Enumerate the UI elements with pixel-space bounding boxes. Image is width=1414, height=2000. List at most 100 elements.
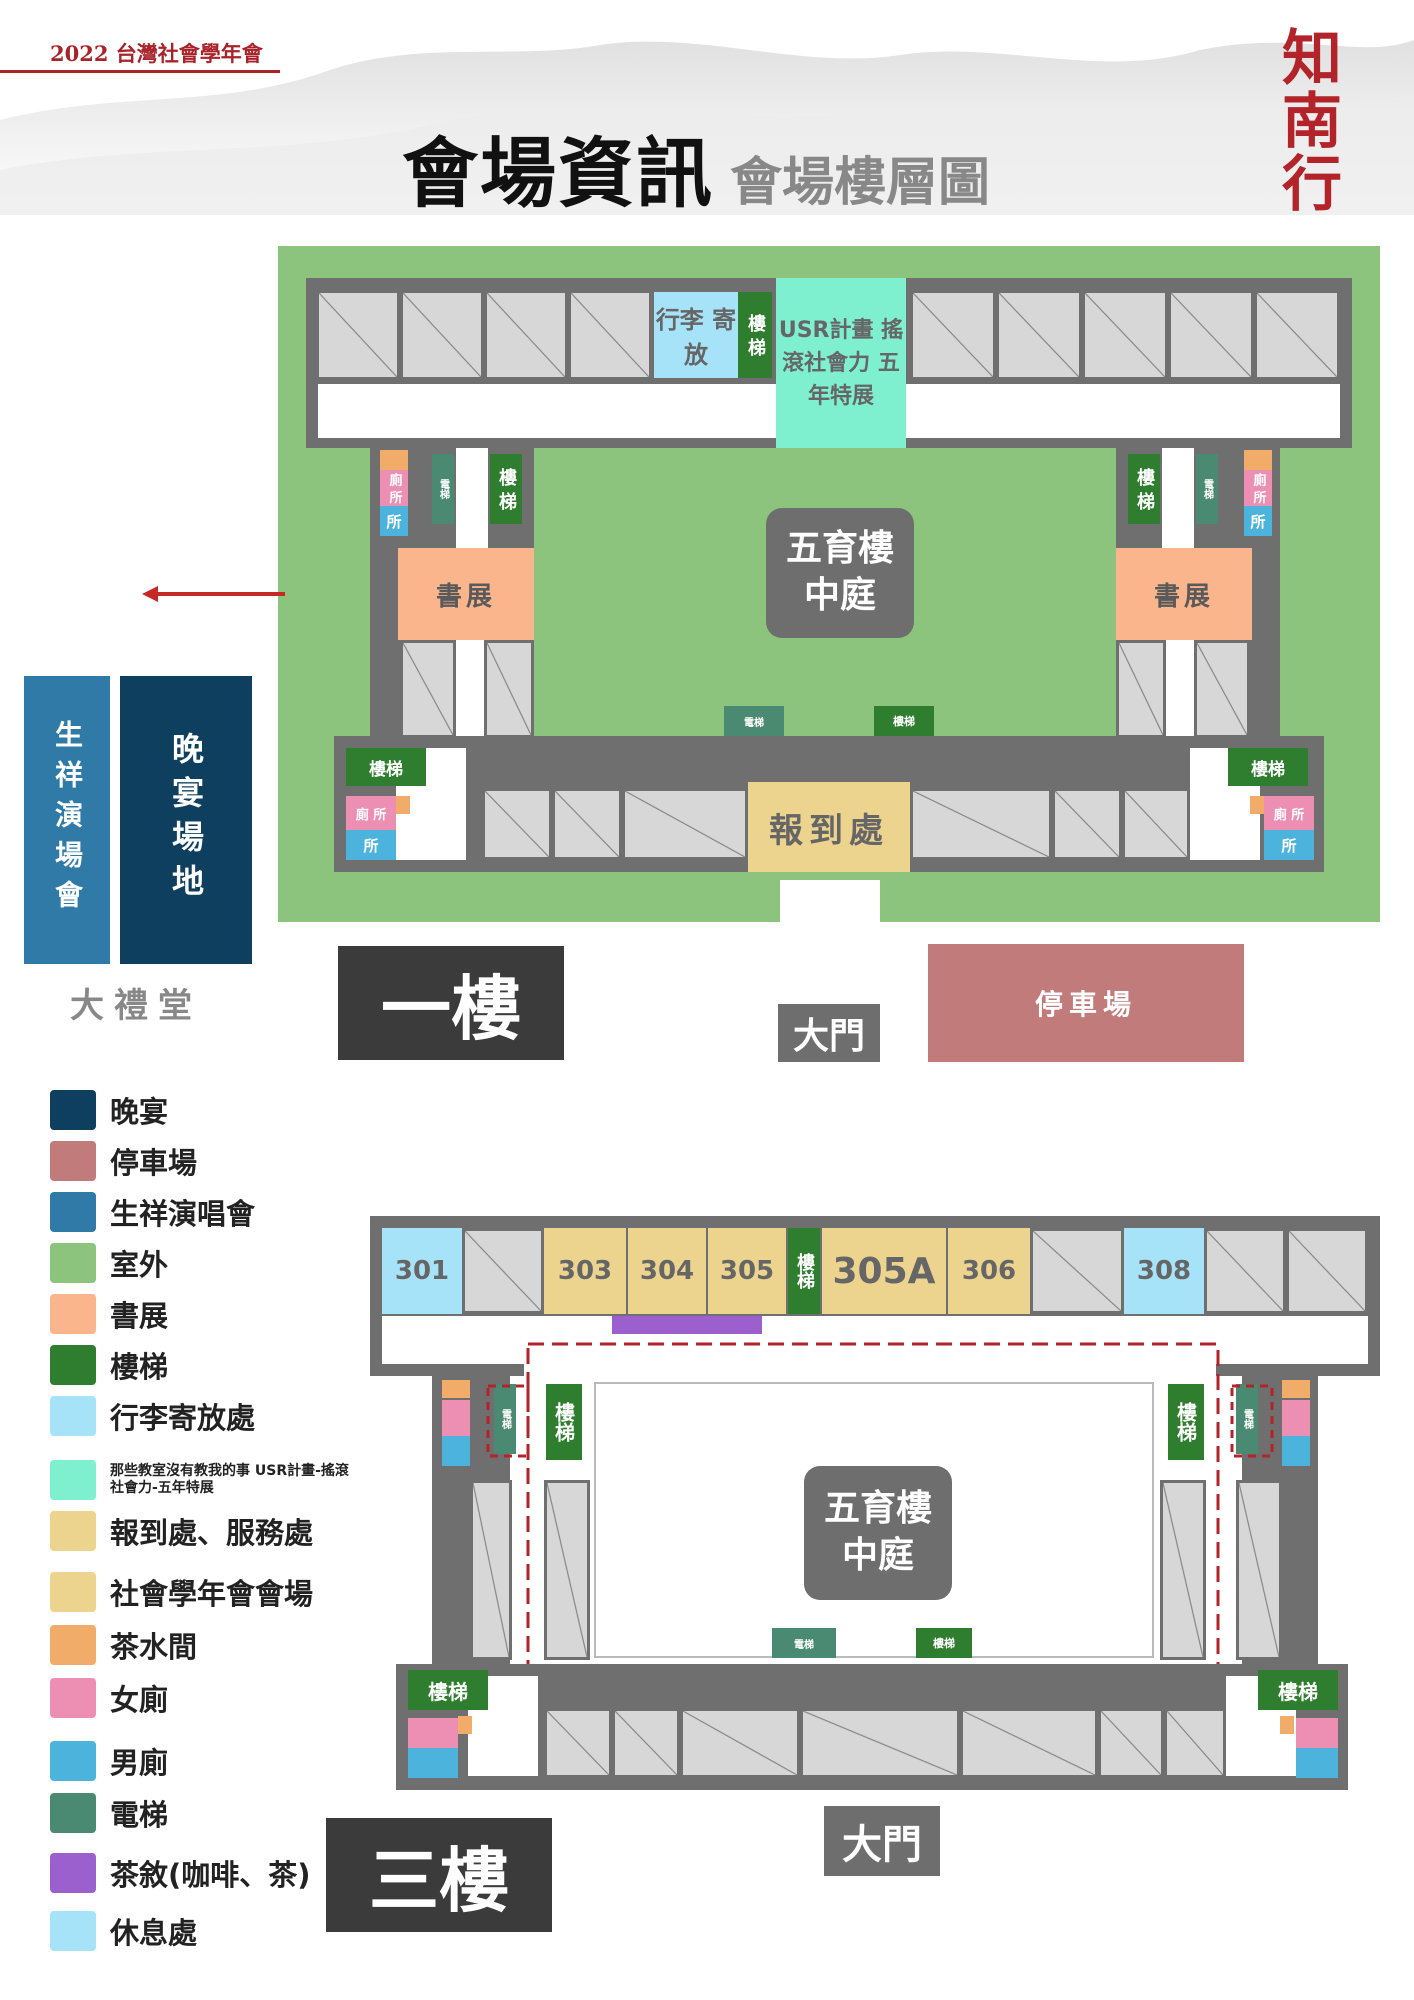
tea-room <box>396 796 410 814</box>
stair: 樓 梯 <box>1128 454 1160 524</box>
legend-label: 女廁 <box>110 1683 169 1717</box>
classroom <box>1160 1480 1206 1660</box>
legend-item: 書展 <box>50 1293 168 1335</box>
main-gate-floor1: 大門 <box>778 1004 880 1062</box>
womens-restroom <box>442 1400 470 1436</box>
courtyard-floor3: 五育樓 中庭 <box>804 1466 952 1600</box>
classroom <box>800 1708 960 1778</box>
classroom <box>612 1708 680 1778</box>
legend-swatch <box>50 1345 96 1385</box>
floor-1-label: 一樓 <box>338 946 564 1060</box>
legend-item: 電梯 <box>50 1792 168 1834</box>
elevator: 電梯 <box>432 454 454 524</box>
classroom <box>1194 640 1250 738</box>
legend-swatch <box>50 1511 96 1551</box>
legend-item: 報到處、服務處 <box>50 1510 313 1552</box>
tea-break-area <box>612 1316 762 1334</box>
legend-swatch <box>50 1572 96 1612</box>
tea-room <box>1282 1380 1310 1398</box>
tea-room <box>1244 450 1272 470</box>
legend-item: 樓梯 <box>50 1344 168 1386</box>
conference-name: 2022 台灣社會學年會 <box>50 41 263 66</box>
classroom <box>1122 788 1190 860</box>
book-exhibit-right: 書展 <box>1116 548 1252 640</box>
legend-item: 茶敘(咖啡、茶) <box>50 1852 311 1894</box>
legend-label: 生祥演唱會 <box>110 1197 256 1231</box>
stair: 樓梯 <box>346 748 426 786</box>
mens-restroom <box>1282 1436 1310 1466</box>
stair: 樓梯 <box>788 1228 820 1314</box>
classroom <box>1204 1228 1286 1314</box>
room-301: 301 <box>382 1228 462 1314</box>
stair: 樓梯 <box>1228 748 1308 786</box>
womens-restroom: 廁 所 <box>1264 796 1314 830</box>
stair: 樓 梯 <box>490 454 522 524</box>
classroom <box>1254 290 1340 380</box>
classroom <box>400 640 456 738</box>
classroom <box>1168 290 1254 380</box>
parking-lot: 停車場 <box>928 944 1244 1062</box>
elevator: 電梯 <box>724 706 784 736</box>
legend-item: 那些教室沒有教我的事 USR計畫-搖滾社會力-五年特展 <box>50 1460 350 1500</box>
classroom <box>910 290 996 380</box>
mens-restroom <box>408 1748 458 1778</box>
womens-restroom <box>1282 1400 1310 1436</box>
legend-item: 晚宴 <box>50 1089 168 1131</box>
legend-swatch <box>50 1396 96 1436</box>
book-exhibit-left: 書展 <box>398 548 534 640</box>
legend-label: 那些教室沒有教我的事 USR計畫-搖滾社會力-五年特展 <box>110 1463 349 1496</box>
mens-restroom <box>1296 1748 1338 1778</box>
legend-swatch <box>50 1678 96 1718</box>
classroom <box>1164 1708 1226 1778</box>
stair: 樓梯 <box>916 1628 972 1658</box>
classroom <box>462 1228 544 1314</box>
tea-room <box>442 1380 470 1398</box>
stair: 樓梯 <box>546 1384 582 1460</box>
calligraphy-seal: 知南行 <box>1282 24 1342 220</box>
legend-swatch <box>50 1192 96 1232</box>
classroom <box>680 1708 800 1778</box>
classroom <box>996 290 1082 380</box>
elevator: 電梯 <box>494 1384 516 1454</box>
classroom <box>622 788 748 860</box>
mens-restroom: 所 <box>346 830 396 860</box>
classroom <box>544 1480 590 1660</box>
legend-item: 休息處 <box>50 1910 197 1952</box>
classroom <box>910 788 1052 860</box>
classroom <box>960 1708 1098 1778</box>
legend-swatch <box>50 1853 96 1893</box>
classroom <box>484 640 534 738</box>
legend-swatch <box>50 1460 96 1500</box>
classroom <box>1030 1228 1124 1314</box>
legend-swatch <box>50 1090 96 1130</box>
legend-swatch <box>50 1243 96 1283</box>
legend-label: 停車場 <box>110 1146 198 1180</box>
floor-3-label: 三樓 <box>326 1818 552 1932</box>
elevator: 電梯 <box>772 1628 836 1658</box>
womens-restroom <box>408 1718 458 1748</box>
legend-swatch <box>50 1741 96 1781</box>
stair-north: 樓 梯 <box>738 292 772 378</box>
registration-desk: 報到處 <box>748 782 910 872</box>
classroom <box>1286 1228 1368 1314</box>
concert-venue: 生祥演場會 <box>24 676 110 964</box>
main-gate-floor3: 大門 <box>824 1806 940 1876</box>
courtyard-floor1: 五育樓 中庭 <box>766 508 914 638</box>
womens-restroom: 廁 所 <box>380 470 408 506</box>
legend-swatch <box>50 1793 96 1833</box>
north-corridor-floor3 <box>382 1316 1368 1364</box>
legend-item: 女廁 <box>50 1677 168 1719</box>
tea-room <box>458 1716 472 1734</box>
stair: 樓梯 <box>874 706 934 736</box>
classroom <box>470 1480 512 1660</box>
womens-restroom <box>1296 1718 1338 1748</box>
legend-label: 茶敘(咖啡、茶) <box>110 1858 311 1892</box>
room-308: 308 <box>1124 1228 1204 1314</box>
entrance-path <box>780 880 880 922</box>
classroom <box>544 1708 612 1778</box>
mens-restroom: 所 <box>380 506 408 536</box>
classroom <box>1098 1708 1164 1778</box>
legend-label: 晚宴 <box>110 1095 169 1129</box>
room-303: 303 <box>544 1228 626 1314</box>
legend-label: 電梯 <box>110 1798 169 1832</box>
